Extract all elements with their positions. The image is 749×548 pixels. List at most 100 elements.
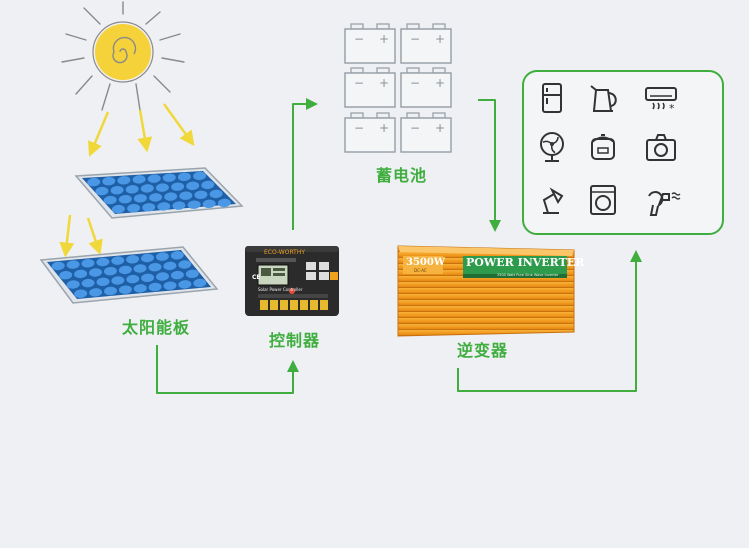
solar-cell	[164, 192, 178, 201]
solar-cell	[51, 261, 65, 271]
solar-cell	[194, 190, 208, 200]
solar-cell	[156, 272, 169, 281]
appliances-grid: *	[540, 83, 681, 216]
solar-cell	[133, 194, 147, 203]
solar-cell	[141, 273, 155, 283]
solar-cell	[81, 278, 95, 288]
solar-cell	[171, 182, 185, 191]
battery-icon: −+	[400, 67, 452, 108]
hair-dryer-icon	[648, 191, 681, 216]
flow-battery-to-inverter	[478, 99, 501, 232]
flow-panel-to-controller	[156, 345, 299, 394]
solar-cell	[185, 269, 199, 279]
controller-ce-mark: CE	[252, 274, 261, 281]
kettle-icon	[590, 85, 617, 112]
flow-controller-to-battery	[292, 98, 318, 230]
solar-cell	[74, 289, 88, 298]
solar-cell	[147, 174, 161, 183]
solar-cell	[193, 278, 207, 288]
sun-icon	[61, 1, 185, 111]
solar-cell	[81, 259, 95, 268]
inverter-model-note: DC-AC	[414, 268, 427, 273]
svg-text:−: −	[354, 121, 364, 135]
solar-cell	[217, 198, 231, 208]
solar-cell	[140, 184, 154, 193]
controller-brand: ECO-WORTHY	[264, 249, 306, 256]
solar-cell	[111, 276, 125, 285]
solar-cell	[89, 288, 103, 297]
solar-cell	[157, 202, 171, 211]
solar-cell	[96, 257, 110, 267]
battery-icon: −+	[344, 67, 396, 108]
flow-lines	[156, 98, 642, 394]
battery-icon: −+	[400, 112, 452, 153]
solar-cell	[133, 264, 147, 273]
solar-cell	[74, 269, 88, 279]
solar-cell	[163, 261, 177, 271]
solar-cell	[104, 286, 117, 296]
svg-text:−: −	[410, 76, 420, 90]
solar-cell	[118, 265, 132, 275]
solar-cell	[127, 203, 141, 213]
solar-cell	[111, 256, 125, 265]
battery-bank: −+−+−+−+−+−+	[344, 23, 452, 153]
rice-cooker-icon	[591, 134, 615, 160]
solar-cell	[111, 204, 125, 214]
solar-cell	[102, 176, 116, 186]
solar-cell	[133, 284, 147, 293]
label-controller: 控制器	[269, 331, 321, 350]
solar-cell	[103, 266, 117, 276]
solar-cell	[118, 285, 132, 294]
controller-subtitle: Solar Power Controller	[258, 287, 303, 292]
solar-cell	[170, 270, 184, 280]
label-battery: 蓄电池	[376, 166, 428, 185]
solar-cell	[148, 282, 162, 292]
solar-cell	[186, 181, 200, 191]
solar-cell	[103, 195, 117, 205]
camera-icon	[646, 134, 676, 161]
solar-panel-lower	[39, 246, 219, 304]
fridge-icon	[542, 83, 562, 113]
solar-cell	[118, 194, 132, 204]
solar-cell	[170, 251, 184, 260]
flow-inverter-to-appliances	[457, 250, 642, 392]
sunlight-rays	[59, 103, 195, 258]
battery-icon: −+	[344, 23, 396, 64]
solar-cell	[132, 175, 146, 184]
solar-cell	[141, 253, 154, 263]
battery-icon: −+	[344, 112, 396, 153]
inverter-subtitle: 3500 Watt Pure Sine Wave Inverter	[497, 273, 559, 277]
solar-cell	[148, 262, 162, 272]
svg-text:+: +	[379, 76, 389, 90]
solar-cell	[149, 193, 163, 202]
solar-cell	[155, 183, 169, 192]
svg-text:−: −	[354, 32, 364, 46]
solar-cell	[209, 189, 223, 199]
svg-text:−: −	[354, 76, 364, 90]
solar-cell	[178, 280, 192, 289]
inverter-device	[397, 245, 575, 337]
solar-cell	[193, 171, 207, 181]
svg-text:+: +	[435, 76, 445, 90]
fan-icon	[540, 132, 564, 162]
solar-cell	[187, 200, 201, 209]
svg-text:+: +	[435, 32, 445, 46]
solar-cell	[201, 180, 215, 190]
solar-cell	[87, 177, 101, 187]
solar-cell	[126, 255, 140, 264]
solar-panel-upper	[74, 167, 244, 219]
solar-cell	[110, 185, 124, 195]
washing-machine-icon	[590, 185, 616, 215]
solar-cell	[95, 186, 109, 196]
solar-cell	[202, 199, 216, 209]
solar-cell	[125, 185, 139, 194]
solar-cell	[179, 191, 193, 200]
label-solar-panel: 太阳能板	[122, 318, 191, 337]
solar-cell	[142, 203, 156, 212]
svg-text:+: +	[435, 121, 445, 135]
solar-cell	[178, 260, 192, 269]
svg-text:+: +	[379, 32, 389, 46]
solar-cell	[66, 260, 80, 269]
